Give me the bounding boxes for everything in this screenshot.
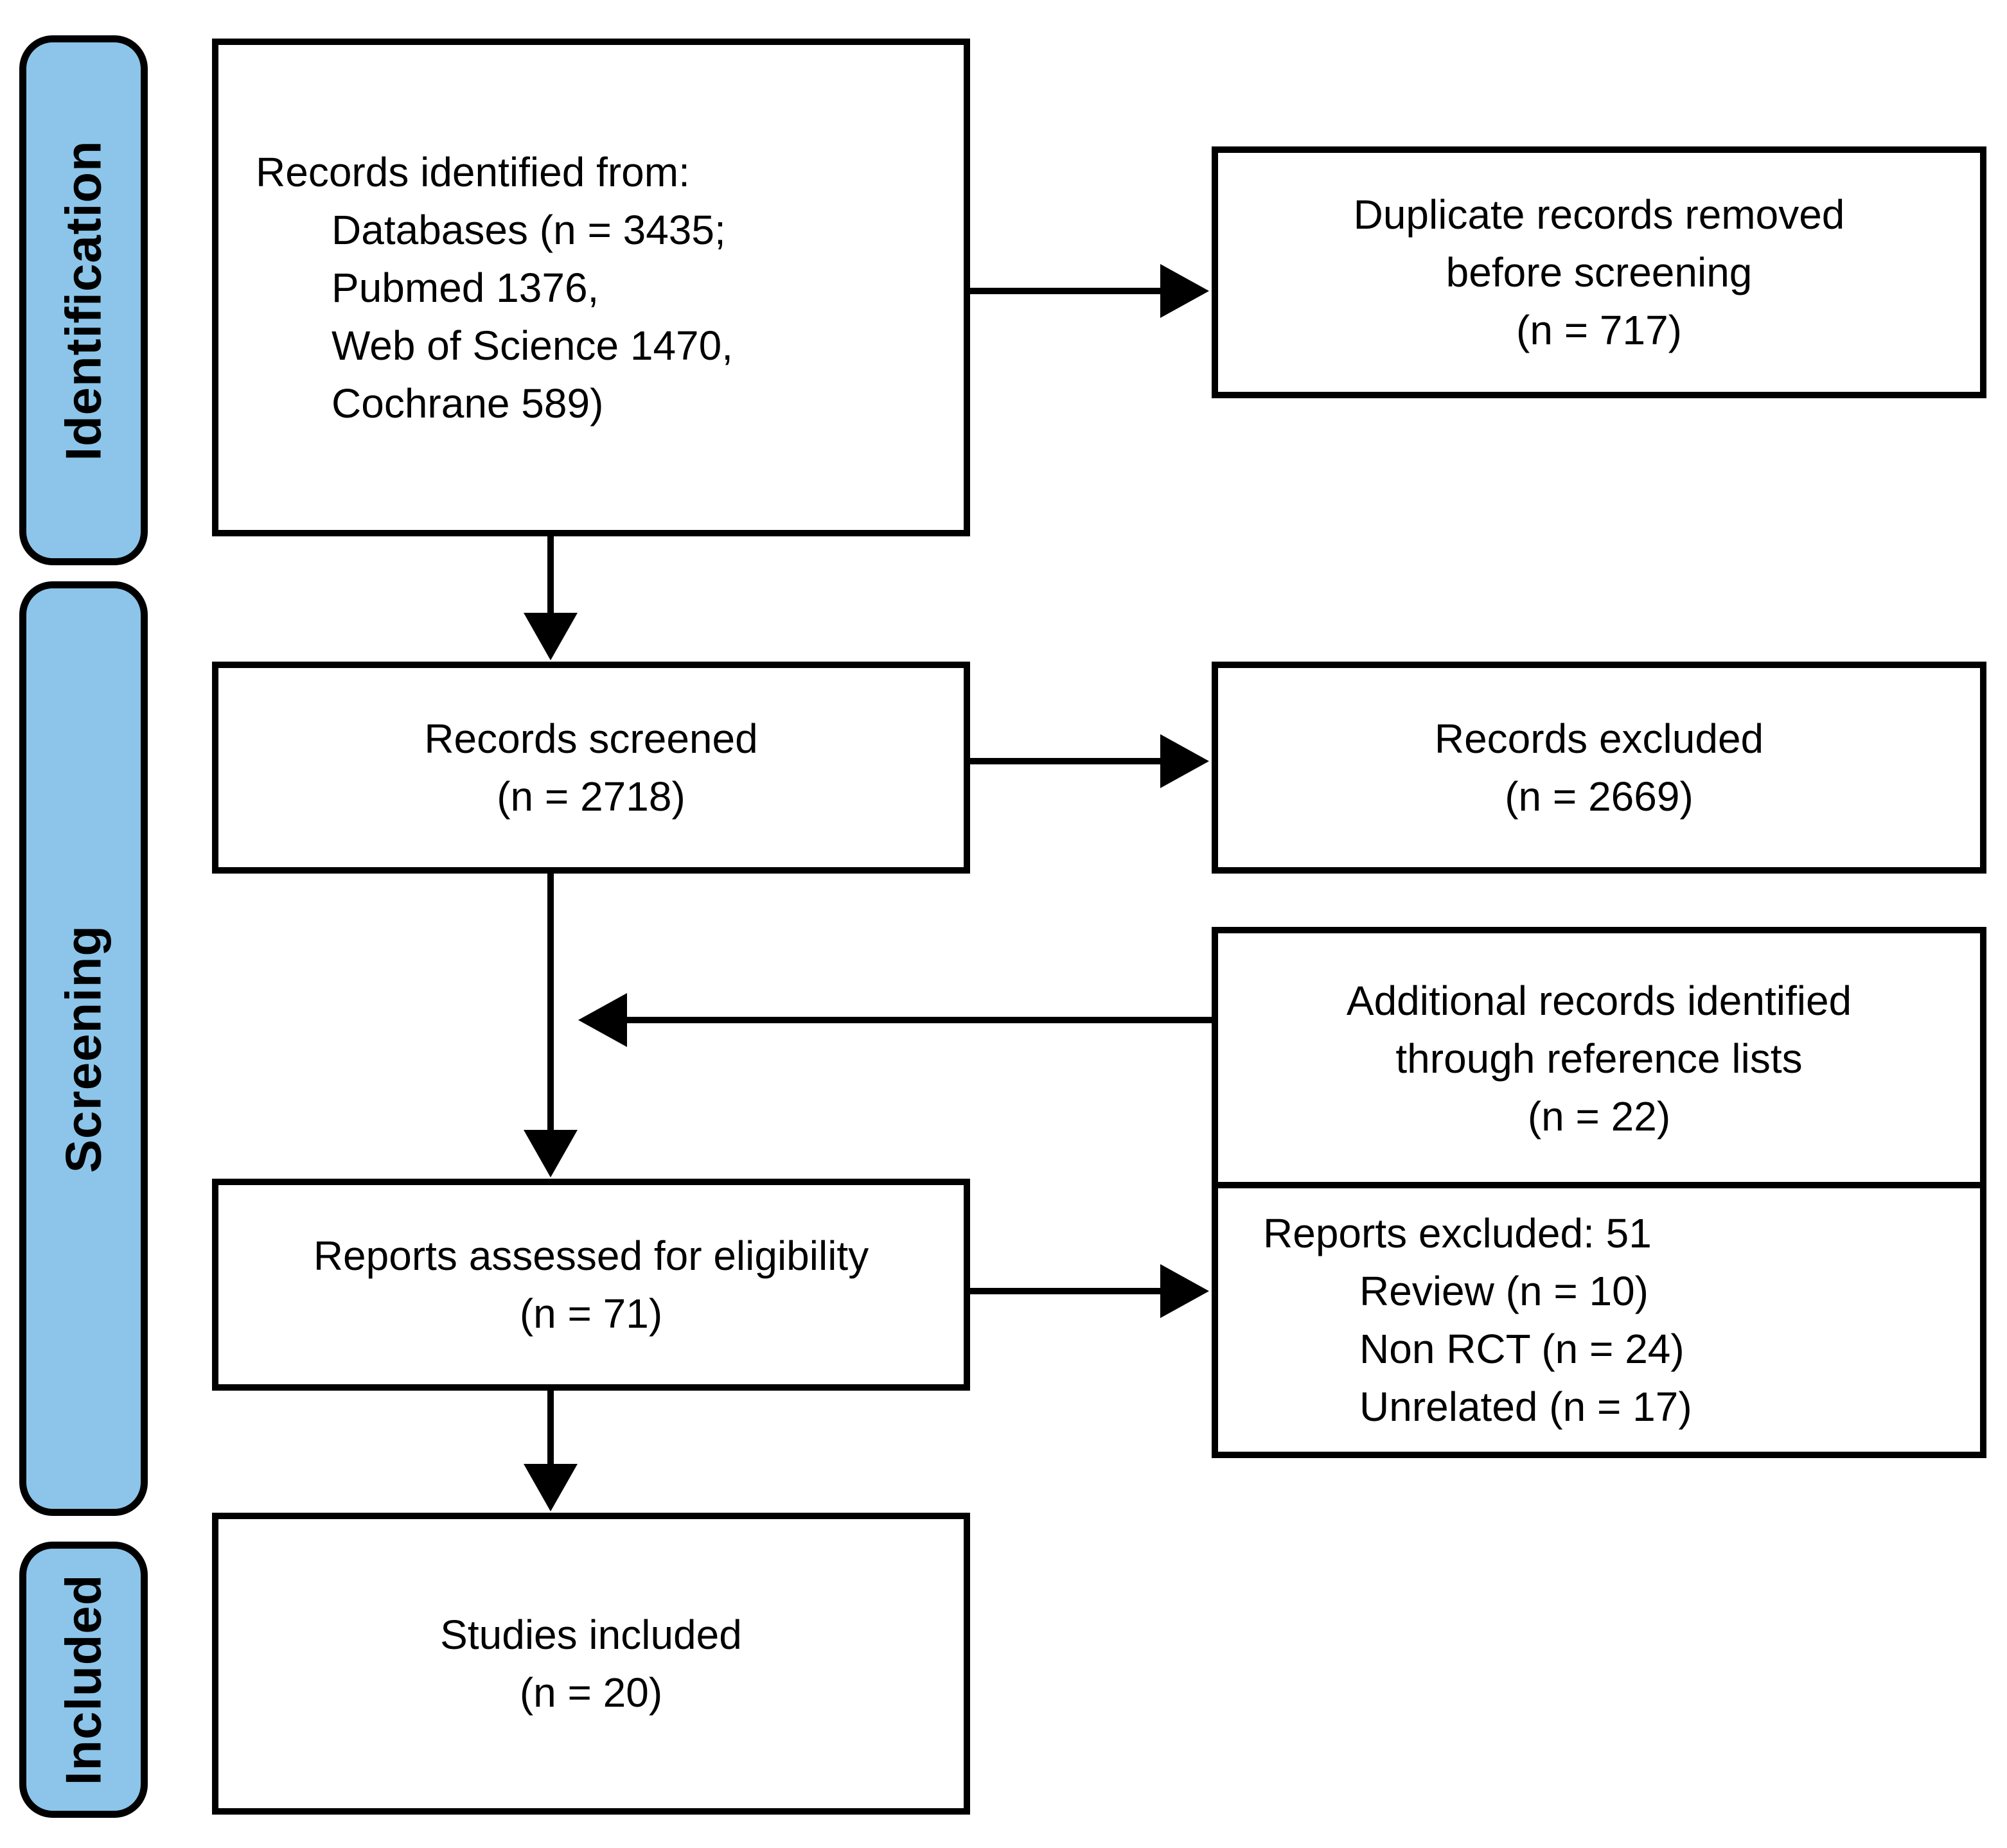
box-records-excluded-line: Records excluded [1434,716,1764,762]
arrow-identified-to-duplicates-icon [970,264,1209,318]
stage-band-included: Included [19,1542,148,1818]
box-records-identified-line: Databases (n = 3435; [332,206,726,253]
box-records-screened-line: (n = 2718) [497,773,685,820]
arrow-screened-to-assessed-icon [524,874,578,1177]
box-records-identified-line: Cochrane 589) [332,380,604,427]
box-studies-included: Studies included (n = 20) [212,1513,970,1815]
stage-band-identification: Identification [19,35,148,565]
box-records-identified-line: Records identified from: [256,148,690,195]
stage-band-screening: Screening [19,581,148,1516]
box-reports-excluded-line: Reports excluded: 51 [1263,1210,1652,1256]
box-records-screened: Records screened (n = 2718) [212,662,970,874]
box-reports-assessed: Reports assessed for eligibility (n = 71… [212,1179,970,1391]
box-reports-excluded-line: Review (n = 10) [1359,1268,1649,1314]
stage-label-identification: Identification [55,139,112,461]
box-duplicates-removed-line: Duplicate records removed [1353,191,1845,238]
box-reports-assessed-line: (n = 71) [519,1290,663,1337]
box-reports-excluded: Reports excluded: 51 Review (n = 10) Non… [1212,1182,1986,1458]
box-reports-excluded-line: Non RCT (n = 24) [1359,1326,1684,1372]
arrow-screened-to-excluded-icon [970,734,1209,788]
box-duplicates-removed-line: before screening [1446,249,1753,295]
box-duplicates-removed-line: (n = 717) [1516,307,1682,353]
box-studies-included-line: Studies included [440,1612,742,1658]
box-records-identified-line: Web of Science 1470, [332,322,733,369]
box-records-excluded: Records excluded (n = 2669) [1212,662,1986,874]
box-records-screened-line: Records screened [424,716,758,762]
stage-label-screening: Screening [55,924,112,1173]
box-additional-records-line: (n = 22) [1527,1093,1671,1140]
stage-label-included: Included [55,1574,112,1786]
box-additional-records-line: through reference lists [1395,1035,1803,1082]
box-reports-assessed-line: Reports assessed for eligibility [313,1233,869,1279]
box-records-identified: Records identified from: Databases (n = … [212,39,970,536]
box-additional-records: Additional records identified through re… [1212,927,1986,1190]
box-reports-excluded-line: Unrelated (n = 17) [1359,1384,1692,1430]
box-records-identified-line: Pubmed 1376, [332,264,599,311]
arrow-identified-to-screened-icon [524,536,578,660]
box-additional-records-line: Additional records identified [1346,978,1852,1024]
box-studies-included-line: (n = 20) [519,1669,663,1716]
arrow-assessed-to-reports-excluded-icon [970,1264,1209,1318]
arrow-assessed-to-included-icon [524,1391,578,1511]
box-duplicates-removed: Duplicate records removed before screeni… [1212,146,1986,398]
box-records-excluded-line: (n = 2669) [1505,773,1693,820]
arrow-additional-to-flow-icon [578,993,1212,1047]
